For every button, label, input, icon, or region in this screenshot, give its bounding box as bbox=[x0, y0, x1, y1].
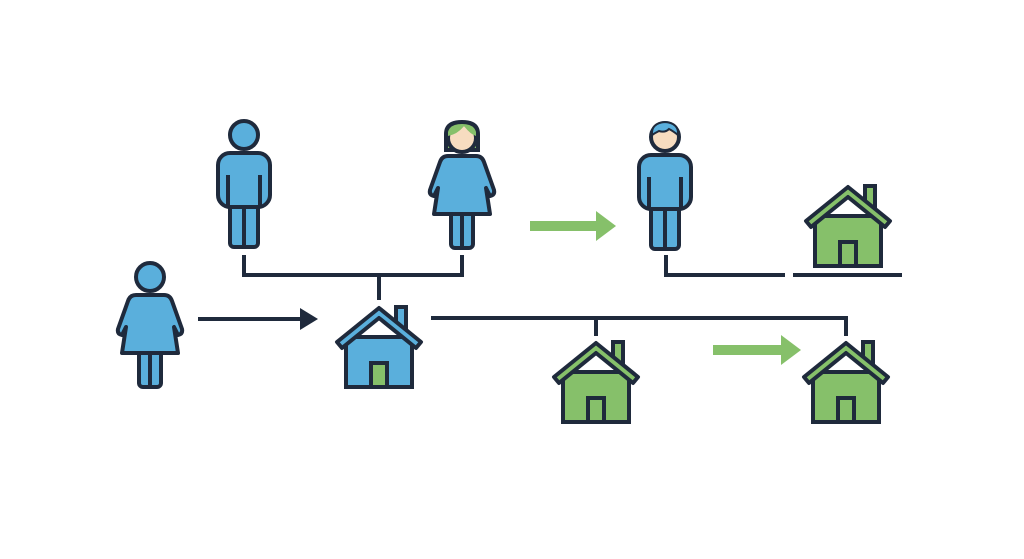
house-icon bbox=[335, 305, 423, 389]
man-icon bbox=[216, 119, 272, 249]
arrow-right-icon bbox=[198, 308, 318, 330]
arrow-right-icon bbox=[713, 335, 801, 365]
house-icon bbox=[802, 340, 890, 424]
property-split-connector bbox=[431, 316, 848, 336]
house-icon bbox=[552, 340, 640, 424]
heir-connector bbox=[664, 255, 785, 277]
connector-lines bbox=[242, 255, 902, 336]
woman-icon bbox=[115, 261, 185, 389]
parents-connector bbox=[242, 255, 464, 300]
arrow-right-icon bbox=[530, 211, 616, 241]
house-icon bbox=[804, 184, 892, 268]
woman-icon bbox=[427, 119, 497, 250]
man-icon bbox=[637, 120, 693, 251]
